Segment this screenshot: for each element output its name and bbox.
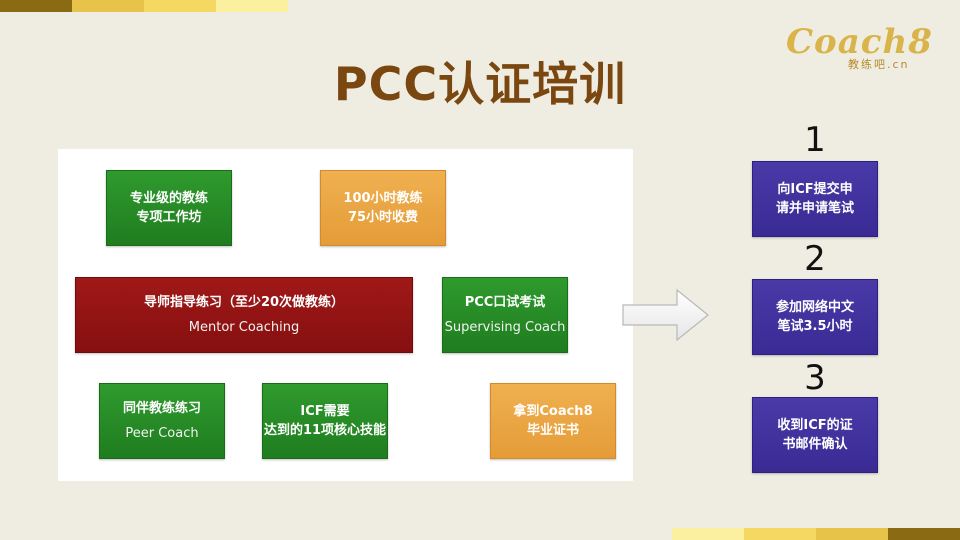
box-line: 收到ICF的证 [777,418,853,433]
box-certificate: 拿到Coach8 毕业证书 [490,383,616,459]
box-line: 达到的11项核心技能 [263,423,387,438]
top-stripe-2 [72,0,144,12]
right-arrow-icon [622,289,709,341]
step-box-2: 参加网络中文 笔试3.5小时 [752,279,878,355]
box-line: Supervising Coach [444,320,566,335]
step-box-3: 收到ICF的证 书邮件确认 [752,397,878,473]
bottom-stripe-2 [744,528,816,540]
coach8-logo: Coach8 教练吧.cn [786,22,932,74]
box-specialist-workshop: 专业级的教练 专项工作坊 [106,170,232,246]
top-stripe-1 [0,0,72,12]
box-line: Mentor Coaching [188,320,300,335]
box-line: 毕业证书 [526,423,579,438]
step-number-2: 2 [804,239,826,279]
box-line: 笔试3.5小时 [777,319,853,334]
bottom-stripe-1 [672,528,744,540]
bottom-stripe-4 [888,528,960,540]
step-box-1: 向ICF提交申 请并申请笔试 [752,161,878,237]
logo-subtitle: 教练吧.cn [848,58,910,71]
box-line: 请并申请笔试 [775,201,854,216]
step-number-1: 1 [804,120,826,160]
box-line: PCC口试考试 [464,295,546,310]
page-title: PCC认证培训 [333,57,627,111]
box-line: 100小时教练 [343,191,423,206]
box-line: 导师指导练习（至少20次做教练） [143,295,345,310]
top-stripe-4 [216,0,288,12]
box-100-hours: 100小时教练 75小时收费 [320,170,446,246]
box-line: 向ICF提交申 [777,182,853,197]
step-number-3: 3 [804,358,826,398]
top-stripe-3 [144,0,216,12]
box-line: 专项工作坊 [136,210,202,225]
box-line: 拿到Coach8 [513,404,593,419]
box-line: ICF需要 [300,404,350,419]
logo-wordmark: Coach8 [786,22,933,62]
box-line: 专业级的教练 [129,191,208,206]
box-pcc-exam: PCC口试考试 Supervising Coach [442,277,568,353]
box-mentor-coaching: 导师指导练习（至少20次做教练） Mentor Coaching [75,277,413,353]
box-line: 参加网络中文 [775,300,854,315]
box-line: 书邮件确认 [782,437,848,452]
box-icf-skills: ICF需要 达到的11项核心技能 [262,383,388,459]
box-line: 75小时收费 [347,210,419,225]
box-line: 同伴教练练习 [122,401,201,416]
box-line: Peer Coach [125,426,199,441]
box-peer-coach: 同伴教练练习 Peer Coach [99,383,225,459]
bottom-stripe-3 [816,528,888,540]
